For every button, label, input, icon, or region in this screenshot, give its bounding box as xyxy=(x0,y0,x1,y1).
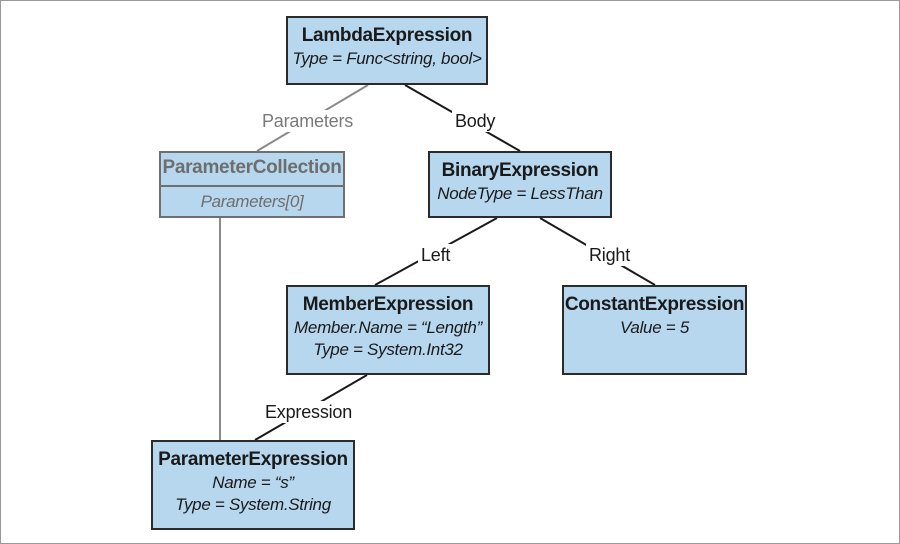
node-parameter-collection: ParameterCollection Parameters[0] xyxy=(159,151,345,218)
edge-label-expression: Expression xyxy=(262,401,356,423)
node-title: ConstantExpression xyxy=(564,294,745,315)
edge-label-right: Right xyxy=(586,244,634,266)
node-prop: Member.Name = “Length” xyxy=(294,318,482,337)
node-prop: Parameters[0] xyxy=(200,192,304,211)
node-prop: NodeType = LessThan xyxy=(437,184,603,203)
node-divider xyxy=(161,185,343,187)
node-title: ParameterExpression xyxy=(158,449,348,470)
node-prop: Type = System.String xyxy=(175,495,331,514)
node-title: ParameterCollection xyxy=(162,157,342,178)
node-prop: Name = “s” xyxy=(212,473,294,492)
edge-label-body: Body xyxy=(452,110,499,132)
node-title: MemberExpression xyxy=(302,294,474,315)
edge-label-parameters: Parameters xyxy=(259,110,357,132)
node-title: LambdaExpression xyxy=(301,25,473,46)
node-title: BinaryExpression xyxy=(441,160,599,181)
node-binary-expression: BinaryExpression NodeType = LessThan xyxy=(428,151,612,218)
node-parameter-expression: ParameterExpression Name = “s” Type = Sy… xyxy=(151,440,355,530)
node-prop: Type = System.Int32 xyxy=(313,340,463,359)
node-lambda-expression: LambdaExpression Type = Func<string, boo… xyxy=(286,16,488,85)
node-member-expression: MemberExpression Member.Name = “Length” … xyxy=(286,285,490,375)
edge-label-left: Left xyxy=(418,244,454,266)
node-prop: Value = 5 xyxy=(620,318,689,337)
node-constant-expression: ConstantExpression Value = 5 xyxy=(562,285,747,375)
node-prop: Type = Func<string, bool> xyxy=(292,49,482,68)
